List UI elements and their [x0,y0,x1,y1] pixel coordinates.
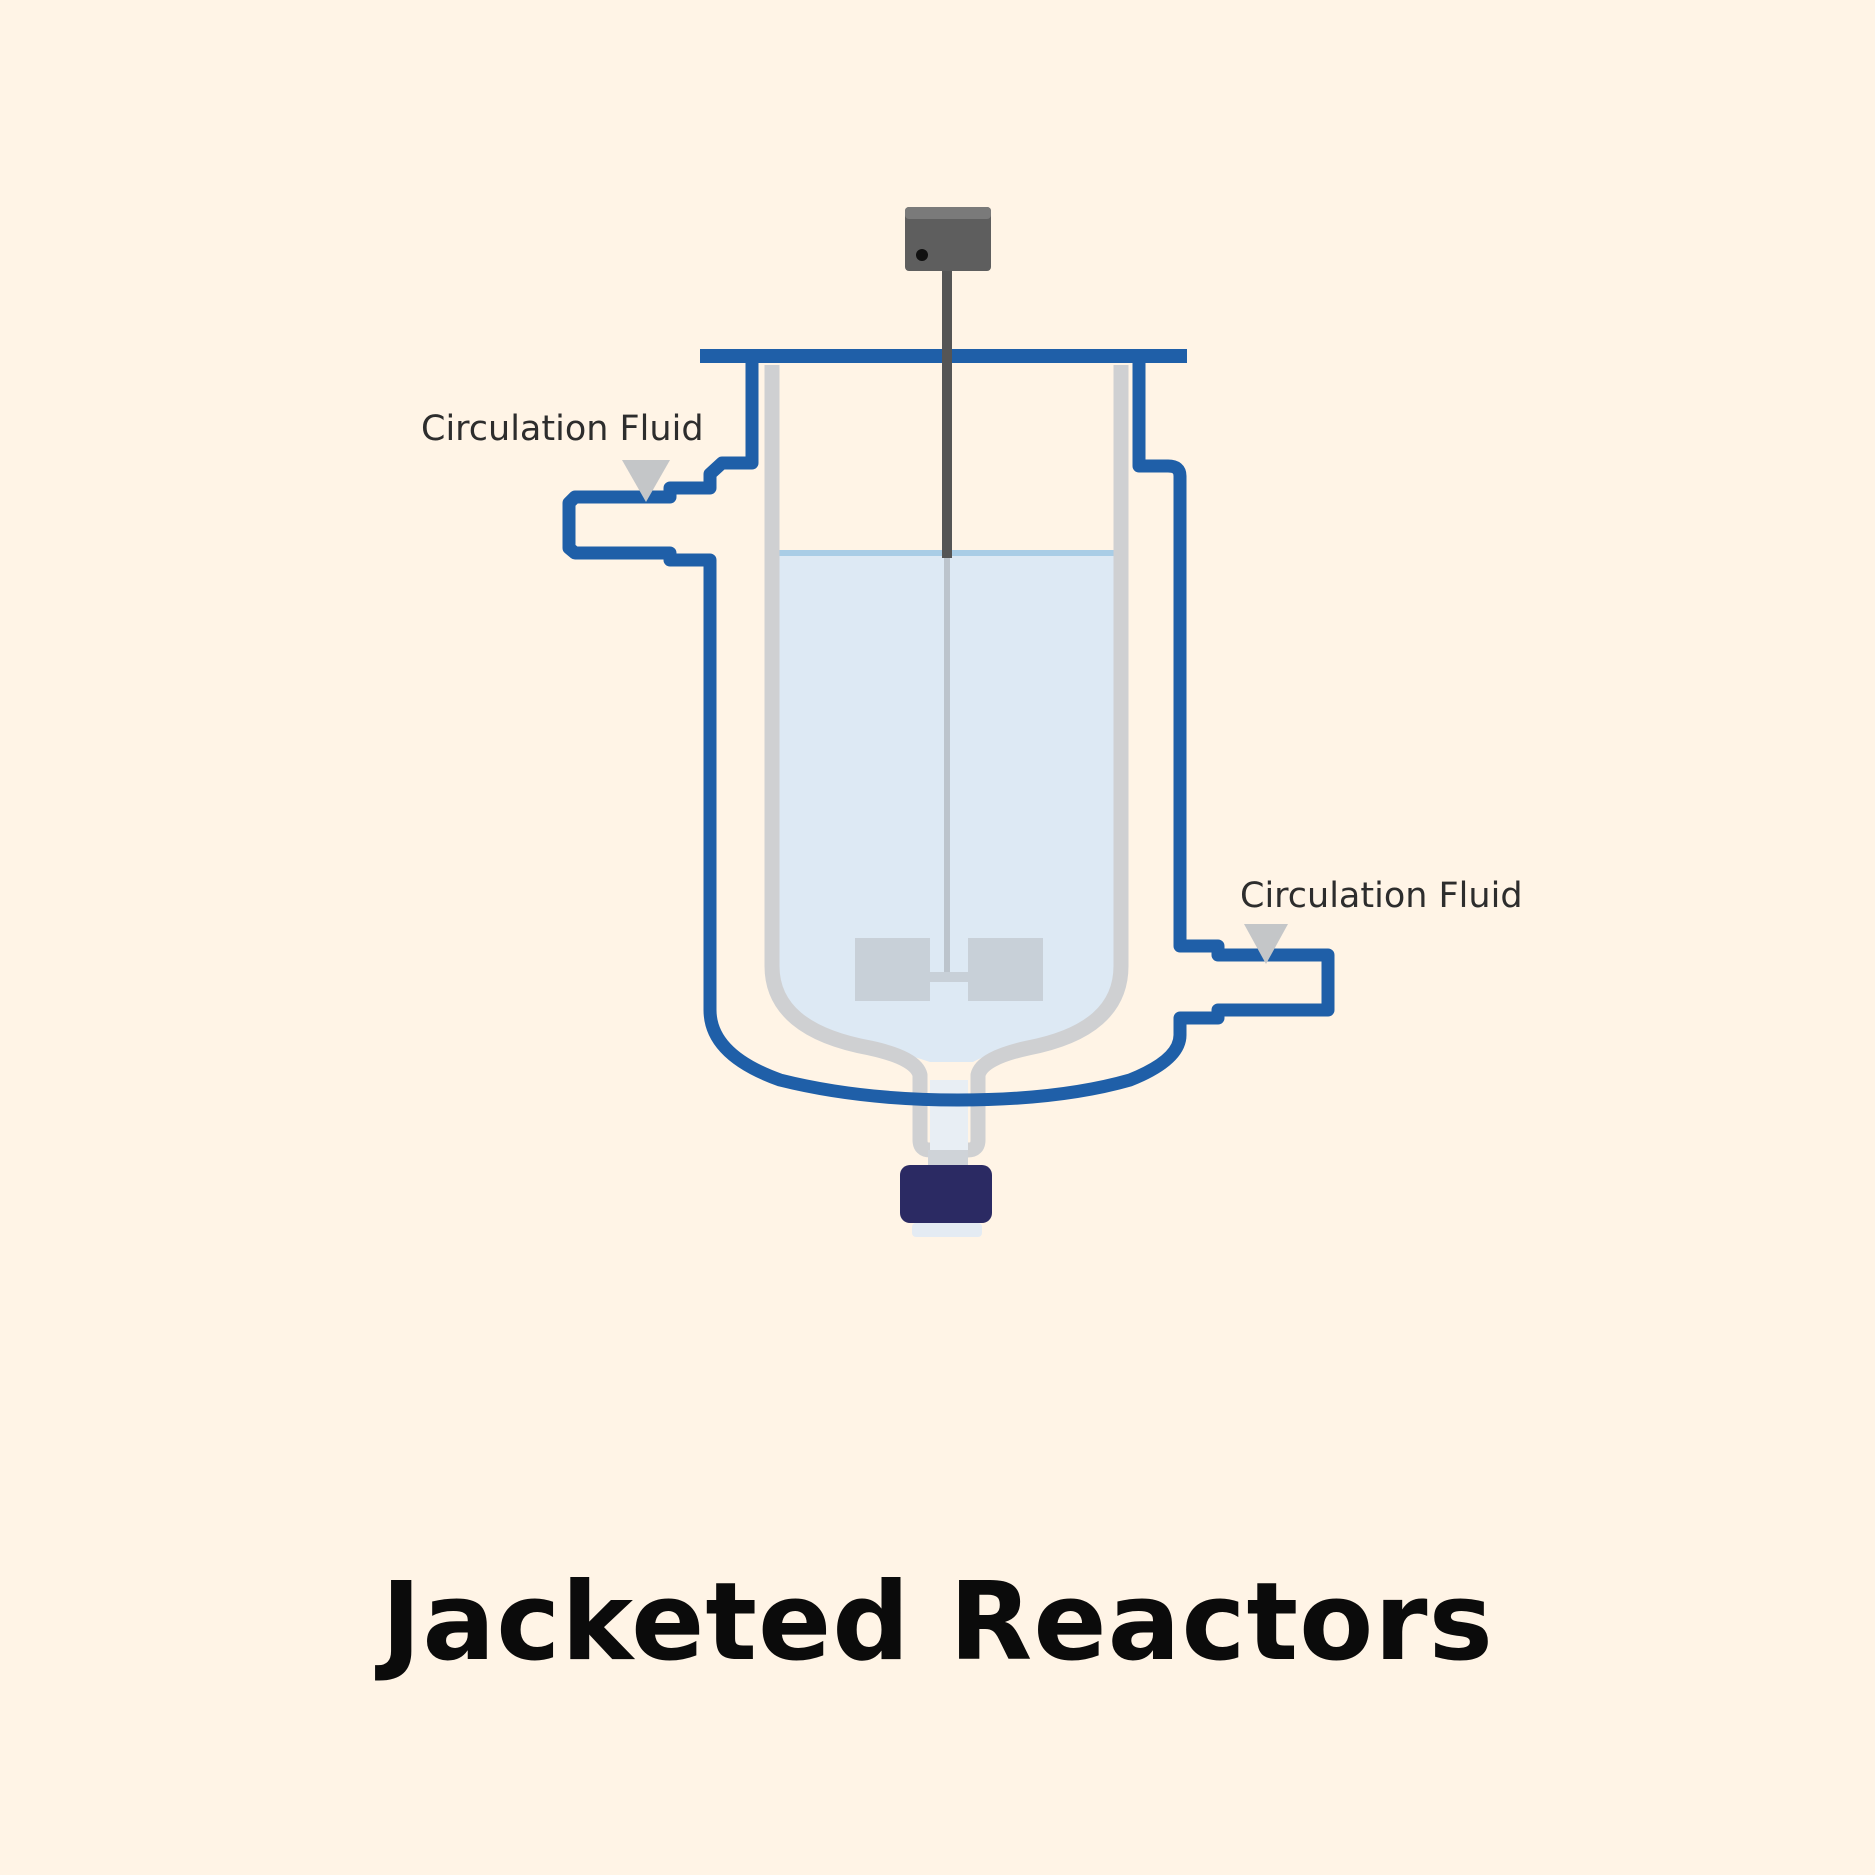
stirrer-shaft-upper [942,270,952,558]
motor-indicator-dot [916,249,928,261]
drain-valve-cap [900,1165,992,1223]
outlet-label: Circulation Fluid [1240,876,1523,916]
inlet-flow-marker [622,460,670,502]
drain-neck [930,1080,968,1160]
outlet-flow-marker [1244,924,1288,964]
impeller-blade-right [968,938,1043,1001]
page-title: Jacketed Reactors [381,1560,1494,1685]
stirrer-shaft-lower [944,558,950,973]
drain-valve-tip [912,1223,982,1237]
impeller-hub [928,972,970,982]
inlet-label: Circulation Fluid [421,409,704,449]
jacket-wall [562,362,1335,1107]
impeller-blade-left [855,938,930,1001]
stirrer-motor-highlight [905,207,991,219]
